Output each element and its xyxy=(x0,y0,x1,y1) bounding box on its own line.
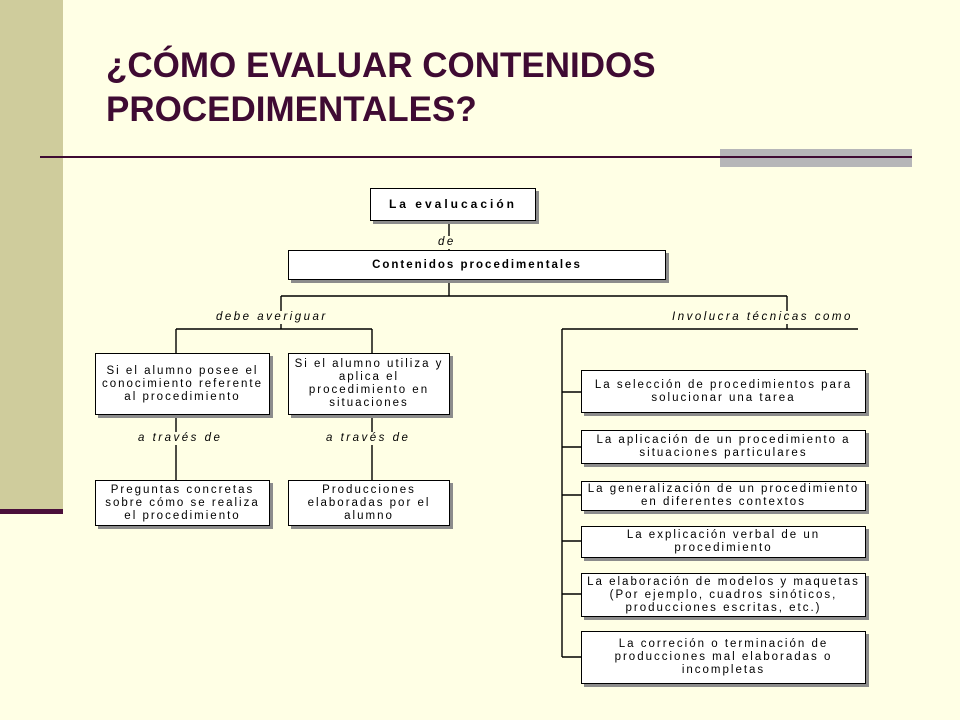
node-technique-2: La aplicación de un procedimiento a situ… xyxy=(581,430,866,464)
node-technique-4-label: La explicación verbal de un procedimient… xyxy=(626,529,821,554)
link-label-a-traves-2: a través de xyxy=(324,432,413,445)
node-technique-3-label: La generalización de un procedimiento en… xyxy=(587,483,860,508)
node-technique-6-label: La correción o terminación de produccion… xyxy=(614,638,833,676)
node-contenidos-label: Contenidos procedimentales xyxy=(372,258,582,271)
node-technique-4: La explicación verbal de un procedimient… xyxy=(581,526,866,558)
title-line-2: PROCEDIMENTALES? xyxy=(106,90,477,129)
node-q1-conocimiento: Si el alumno posee el conocimiento refer… xyxy=(95,353,270,415)
node-q1-label: Si el alumno posee el conocimiento refer… xyxy=(102,364,263,403)
node-r1-label: Preguntas concretas sobre cómo se realiz… xyxy=(105,483,260,522)
node-r2-label: Producciones elaboradas por el alumno xyxy=(307,483,431,522)
node-root-label: La evalucación xyxy=(388,197,518,211)
title-accent-bar xyxy=(720,149,912,167)
node-q2-utiliza: Si el alumno utiliza y aplica el procedi… xyxy=(288,353,450,415)
node-technique-5-label: La elaboración de modelos y maquetas (Po… xyxy=(587,575,860,614)
side-band xyxy=(0,0,63,511)
side-rule xyxy=(0,509,63,514)
node-root-evaluacion: La evalucación xyxy=(370,188,536,221)
link-label-a-traves-1: a través de xyxy=(136,432,225,445)
node-technique-2-label: La aplicación de un procedimiento a situ… xyxy=(596,434,851,459)
node-technique-6: La correción o terminación de produccion… xyxy=(581,631,866,684)
node-r1-preguntas: Preguntas concretas sobre cómo se realiz… xyxy=(95,480,270,526)
slide-title: ¿CÓMO EVALUAR CONTENIDOS PROCEDIMENTALES… xyxy=(106,44,656,132)
title-rule xyxy=(40,156,912,158)
node-q2-label: Si el alumno utiliza y aplica el procedi… xyxy=(294,358,444,409)
link-label-involucra: Involucra técnicas como xyxy=(670,311,855,324)
node-technique-1: La selección de procedimientos para solu… xyxy=(581,370,866,413)
link-label-de: de xyxy=(436,236,458,249)
node-technique-5: La elaboración de modelos y maquetas (Po… xyxy=(581,573,866,617)
node-contenidos-procedimentales: Contenidos procedimentales xyxy=(288,250,666,280)
node-technique-1-label: La selección de procedimientos para solu… xyxy=(594,378,853,404)
node-technique-3: La generalización de un procedimiento en… xyxy=(581,481,866,511)
node-r2-producciones: Producciones elaboradas por el alumno xyxy=(288,480,450,526)
link-label-debe-averiguar: debe averiguar xyxy=(214,311,330,324)
title-line-1: ¿CÓMO EVALUAR CONTENIDOS xyxy=(106,46,656,85)
